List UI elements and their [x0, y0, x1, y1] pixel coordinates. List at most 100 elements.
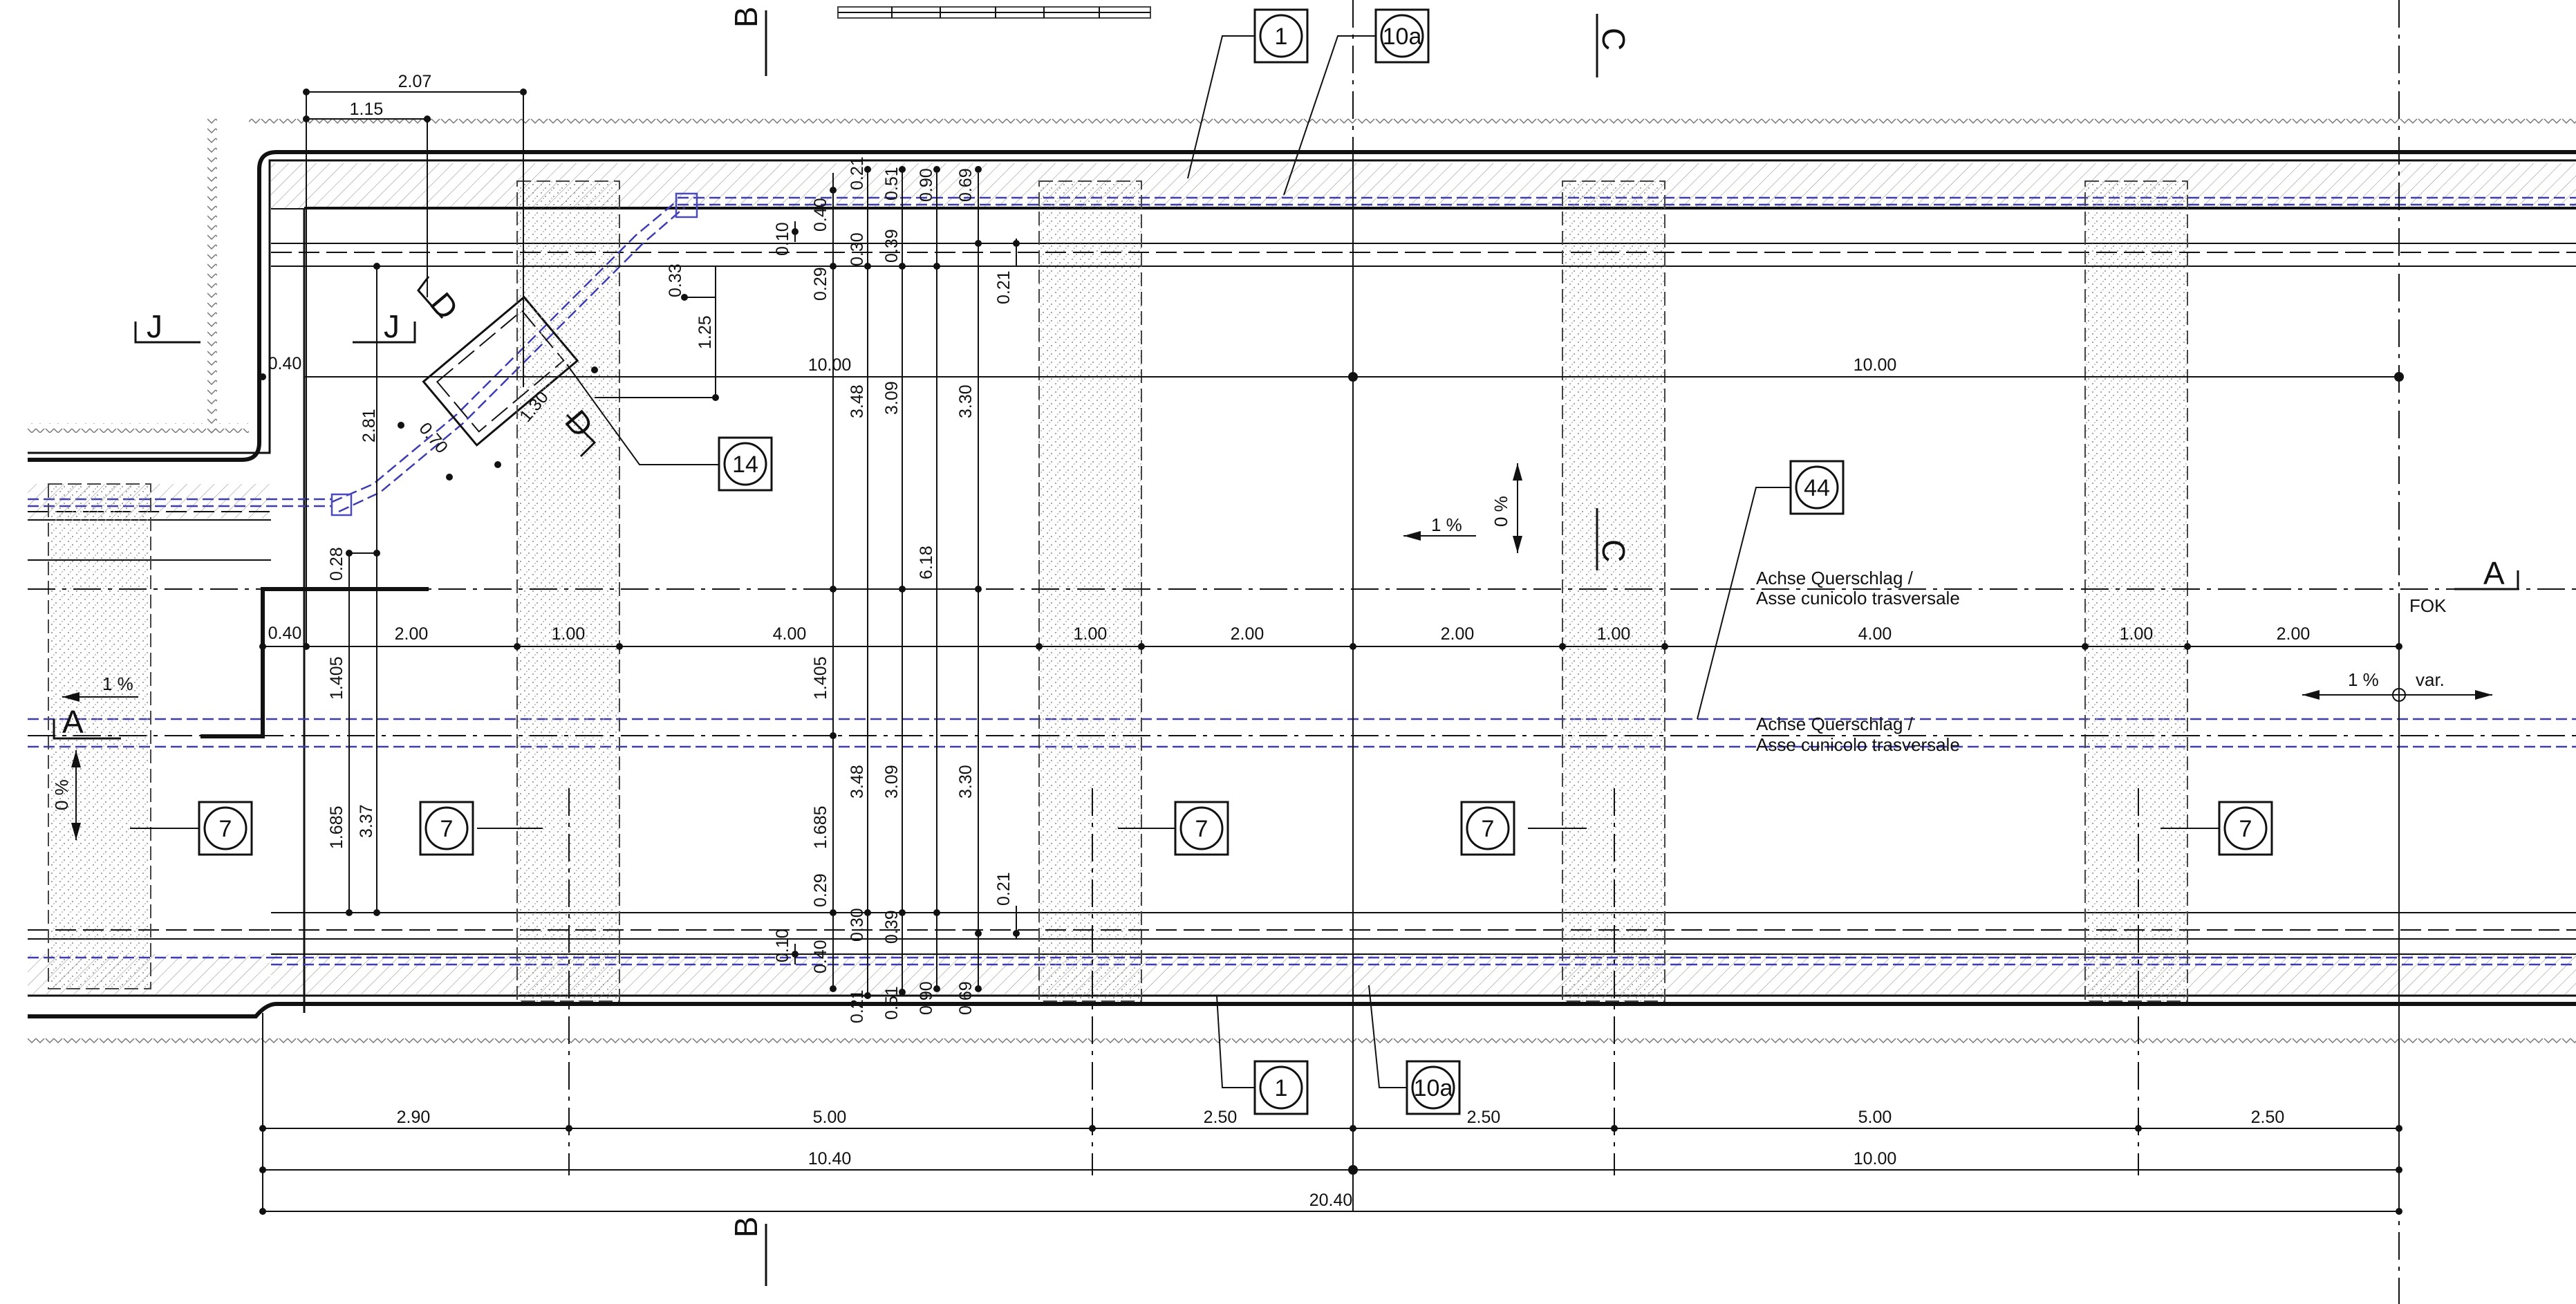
svg-text:2.00: 2.00	[1231, 624, 1264, 644]
svg-text:5.00: 5.00	[1858, 1108, 1892, 1127]
svg-text:4.00: 4.00	[773, 624, 807, 644]
svg-text:0.90: 0.90	[917, 168, 936, 202]
callout-10a-top: 10a	[1374, 8, 1430, 64]
slope-0pct-center: 0 %	[1491, 496, 1511, 527]
svg-text:6.18: 6.18	[917, 546, 936, 579]
callout-10a-bottom: 10a	[1406, 1060, 1461, 1115]
svg-text:1.00: 1.00	[2120, 624, 2154, 644]
section-marker-c-top: C	[1596, 28, 1632, 50]
lining-hatch	[28, 163, 2576, 994]
svg-text:3.09: 3.09	[882, 765, 902, 799]
svg-text:10.00: 10.00	[808, 355, 852, 375]
svg-text:0.21: 0.21	[994, 872, 1014, 906]
svg-text:2.81: 2.81	[360, 409, 379, 443]
svg-text:3.37: 3.37	[357, 804, 376, 838]
svg-text:1.405: 1.405	[327, 656, 346, 700]
svg-text:2.50: 2.50	[2251, 1108, 2285, 1127]
section-marker-j-left: J	[147, 308, 162, 344]
svg-text:7: 7	[1482, 816, 1495, 842]
callout-1-top: 1	[1253, 8, 1309, 64]
tunnel-walls	[28, 150, 2576, 1018]
svg-text:0.40: 0.40	[811, 198, 830, 232]
callout-7-c: 7	[1174, 801, 1229, 856]
svg-text:1: 1	[1275, 24, 1288, 50]
callout-44: 44	[1789, 460, 1845, 515]
svg-text:0.69: 0.69	[956, 168, 976, 202]
svg-text:0.40: 0.40	[268, 624, 302, 643]
svg-text:3.48: 3.48	[848, 384, 867, 418]
svg-text:10a: 10a	[1414, 1075, 1453, 1101]
svg-text:3.48: 3.48	[848, 765, 867, 799]
callout-7-b: 7	[419, 801, 474, 856]
svg-text:2.07: 2.07	[398, 72, 432, 91]
svg-text:5.00: 5.00	[813, 1108, 847, 1127]
svg-text:2.90: 2.90	[397, 1108, 431, 1127]
svg-text:20.40: 20.40	[1309, 1191, 1353, 1210]
axis-label-1-de: Achse Querschlag /	[1756, 568, 1914, 588]
svg-text:1.15: 1.15	[350, 100, 384, 119]
svg-text:2.50: 2.50	[1204, 1108, 1238, 1127]
slope-1pct-center: 1 %	[1431, 514, 1462, 535]
svg-text:1.685: 1.685	[327, 805, 346, 849]
svg-text:14: 14	[732, 451, 758, 478]
svg-text:0.29: 0.29	[811, 873, 830, 907]
svg-text:1.00: 1.00	[552, 624, 586, 644]
section-marker-j-mid: J	[384, 308, 400, 344]
svg-text:0.39: 0.39	[882, 910, 902, 944]
step-wall	[200, 587, 429, 738]
svg-text:1: 1	[1275, 1075, 1288, 1101]
axis-label-2-de: Achse Querschlag /	[1756, 714, 1914, 734]
svg-text:0.21: 0.21	[994, 270, 1014, 304]
svg-text:44: 44	[1804, 475, 1830, 501]
svg-text:1.25: 1.25	[696, 315, 715, 349]
svg-text:2.00: 2.00	[395, 624, 429, 644]
svg-text:0.10: 0.10	[773, 929, 792, 962]
notes: Achse Querschlag / Asse cunicolo trasver…	[51, 496, 2447, 810]
slope-arrows	[62, 463, 2492, 840]
svg-text:0.69: 0.69	[956, 981, 976, 1015]
var-label: var.	[2416, 669, 2445, 690]
svg-text:3.30: 3.30	[956, 384, 976, 418]
callout-1-bottom: 1	[1253, 1060, 1309, 1115]
svg-text:10.00: 10.00	[1854, 355, 1897, 375]
svg-text:7: 7	[2239, 816, 2252, 842]
svg-text:0.21: 0.21	[848, 989, 867, 1023]
svg-text:10.40: 10.40	[808, 1149, 852, 1168]
section-marker-c-mid: C	[1596, 539, 1632, 562]
svg-text:7: 7	[440, 816, 454, 842]
svg-text:7: 7	[1195, 816, 1208, 842]
section-marker-a-left: A	[62, 704, 84, 740]
svg-text:1.00: 1.00	[1597, 624, 1631, 644]
slope-1pct-left: 1 %	[102, 673, 133, 694]
diagonal-conduit	[330, 192, 698, 516]
svg-text:0.90: 0.90	[917, 981, 936, 1015]
svg-text:2.00: 2.00	[2277, 624, 2311, 644]
vertical-dims	[348, 166, 1017, 996]
section-marker-b-bottom: B	[728, 1216, 764, 1238]
svg-text:0.21: 0.21	[848, 156, 867, 190]
callout-leaders	[130, 35, 2219, 1088]
channel-lines	[28, 196, 2576, 1013]
svg-text:0.33: 0.33	[666, 263, 685, 297]
section-marker-b-top: B	[728, 6, 764, 28]
axis-label-2-it: Asse cunicolo trasversale	[1756, 734, 1960, 755]
slope-0pct-left: 0 %	[51, 779, 72, 810]
svg-text:3.09: 3.09	[882, 381, 902, 415]
svg-text:0.40: 0.40	[268, 354, 302, 373]
fok-label: FOK	[2409, 595, 2447, 616]
callout-7-a: 7	[198, 801, 253, 856]
svg-text:0.51: 0.51	[882, 167, 902, 201]
svg-text:1.405: 1.405	[811, 656, 830, 700]
svg-text:0.28: 0.28	[327, 547, 346, 581]
svg-text:0.40: 0.40	[811, 940, 830, 974]
svg-text:1.00: 1.00	[1074, 624, 1108, 644]
svg-text:0.70: 0.70	[415, 419, 451, 457]
svg-text:10a: 10a	[1383, 24, 1422, 50]
svg-text:7: 7	[219, 816, 232, 842]
svg-text:0.29: 0.29	[811, 267, 830, 301]
callout-7-d: 7	[1460, 801, 1515, 856]
svg-text:2.00: 2.00	[1441, 624, 1475, 644]
svg-text:1.685: 1.685	[811, 805, 830, 849]
svg-text:4.00: 4.00	[1858, 624, 1892, 644]
